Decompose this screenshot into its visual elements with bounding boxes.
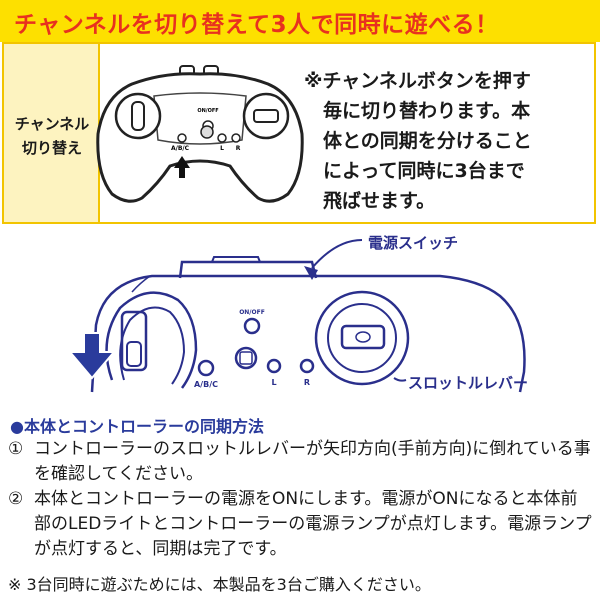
controller-on-off-label: ON/OFF [197,108,218,114]
sync-method-title: ●本体とコントローラーの同期方法 [10,417,264,436]
controller-abc-label: A/B/C [171,145,190,152]
diagram-l-label: L [271,378,276,387]
pointer-arrow-icon [174,156,190,178]
step-number: ① [8,439,24,459]
purchase-footnote: ※ 3台同時に遊ぶためには、本製品を3台ご購入ください。 [8,575,431,594]
title-banner: チャンネルを切り替えて3人で同時に遊べる！ [0,0,600,42]
sync-step-2: ② 本体とコントローラーの電源をONにします。電源がONになると本体前部のLED… [8,487,594,562]
step-text: 本体とコントローラーの電源をONにします。電源がONになると本体前部のLEDライ… [34,489,592,559]
sync-step-1: ① コントローラーのスロットルレバーが矢印方向(手前方向)に倒れている事を確認し… [8,437,594,487]
power-switch-label: 電源スイッチ [368,234,459,252]
channel-switch-box: チャンネル 切り替え ON/OFF A/B/C L R ※チャンネルボタンを押す… [2,42,596,224]
diagram-on-off-label: ON/OFF [239,309,265,316]
channel-switch-label-cell: チャンネル 切り替え [4,44,100,222]
throttle-lever-label: スロットルレバー [408,374,529,392]
banner-title: チャンネルを切り替えて3人で同時に遊べる！ [14,12,499,38]
channel-switch-label: チャンネル 切り替え [14,115,90,157]
diagram-abc-label: A/B/C [194,380,218,389]
step-number: ② [8,489,24,509]
controller-l-label: L [220,145,224,152]
controller-r-label: R [236,145,241,152]
controller-illustration: ON/OFF A/B/C L R [96,65,304,203]
step-text: コントローラーのスロットルレバーが矢印方向(手前方向)に倒れている事を確認してく… [34,439,591,484]
down-arrow-icon [67,332,117,380]
diagram-r-label: R [304,378,310,387]
sync-diagram: ON/OFF A/B/C L R [67,239,526,393]
channel-note: ※チャンネルボタンを押す 毎に切り替わります。本 体との同期を分けること によっ… [304,70,532,212]
